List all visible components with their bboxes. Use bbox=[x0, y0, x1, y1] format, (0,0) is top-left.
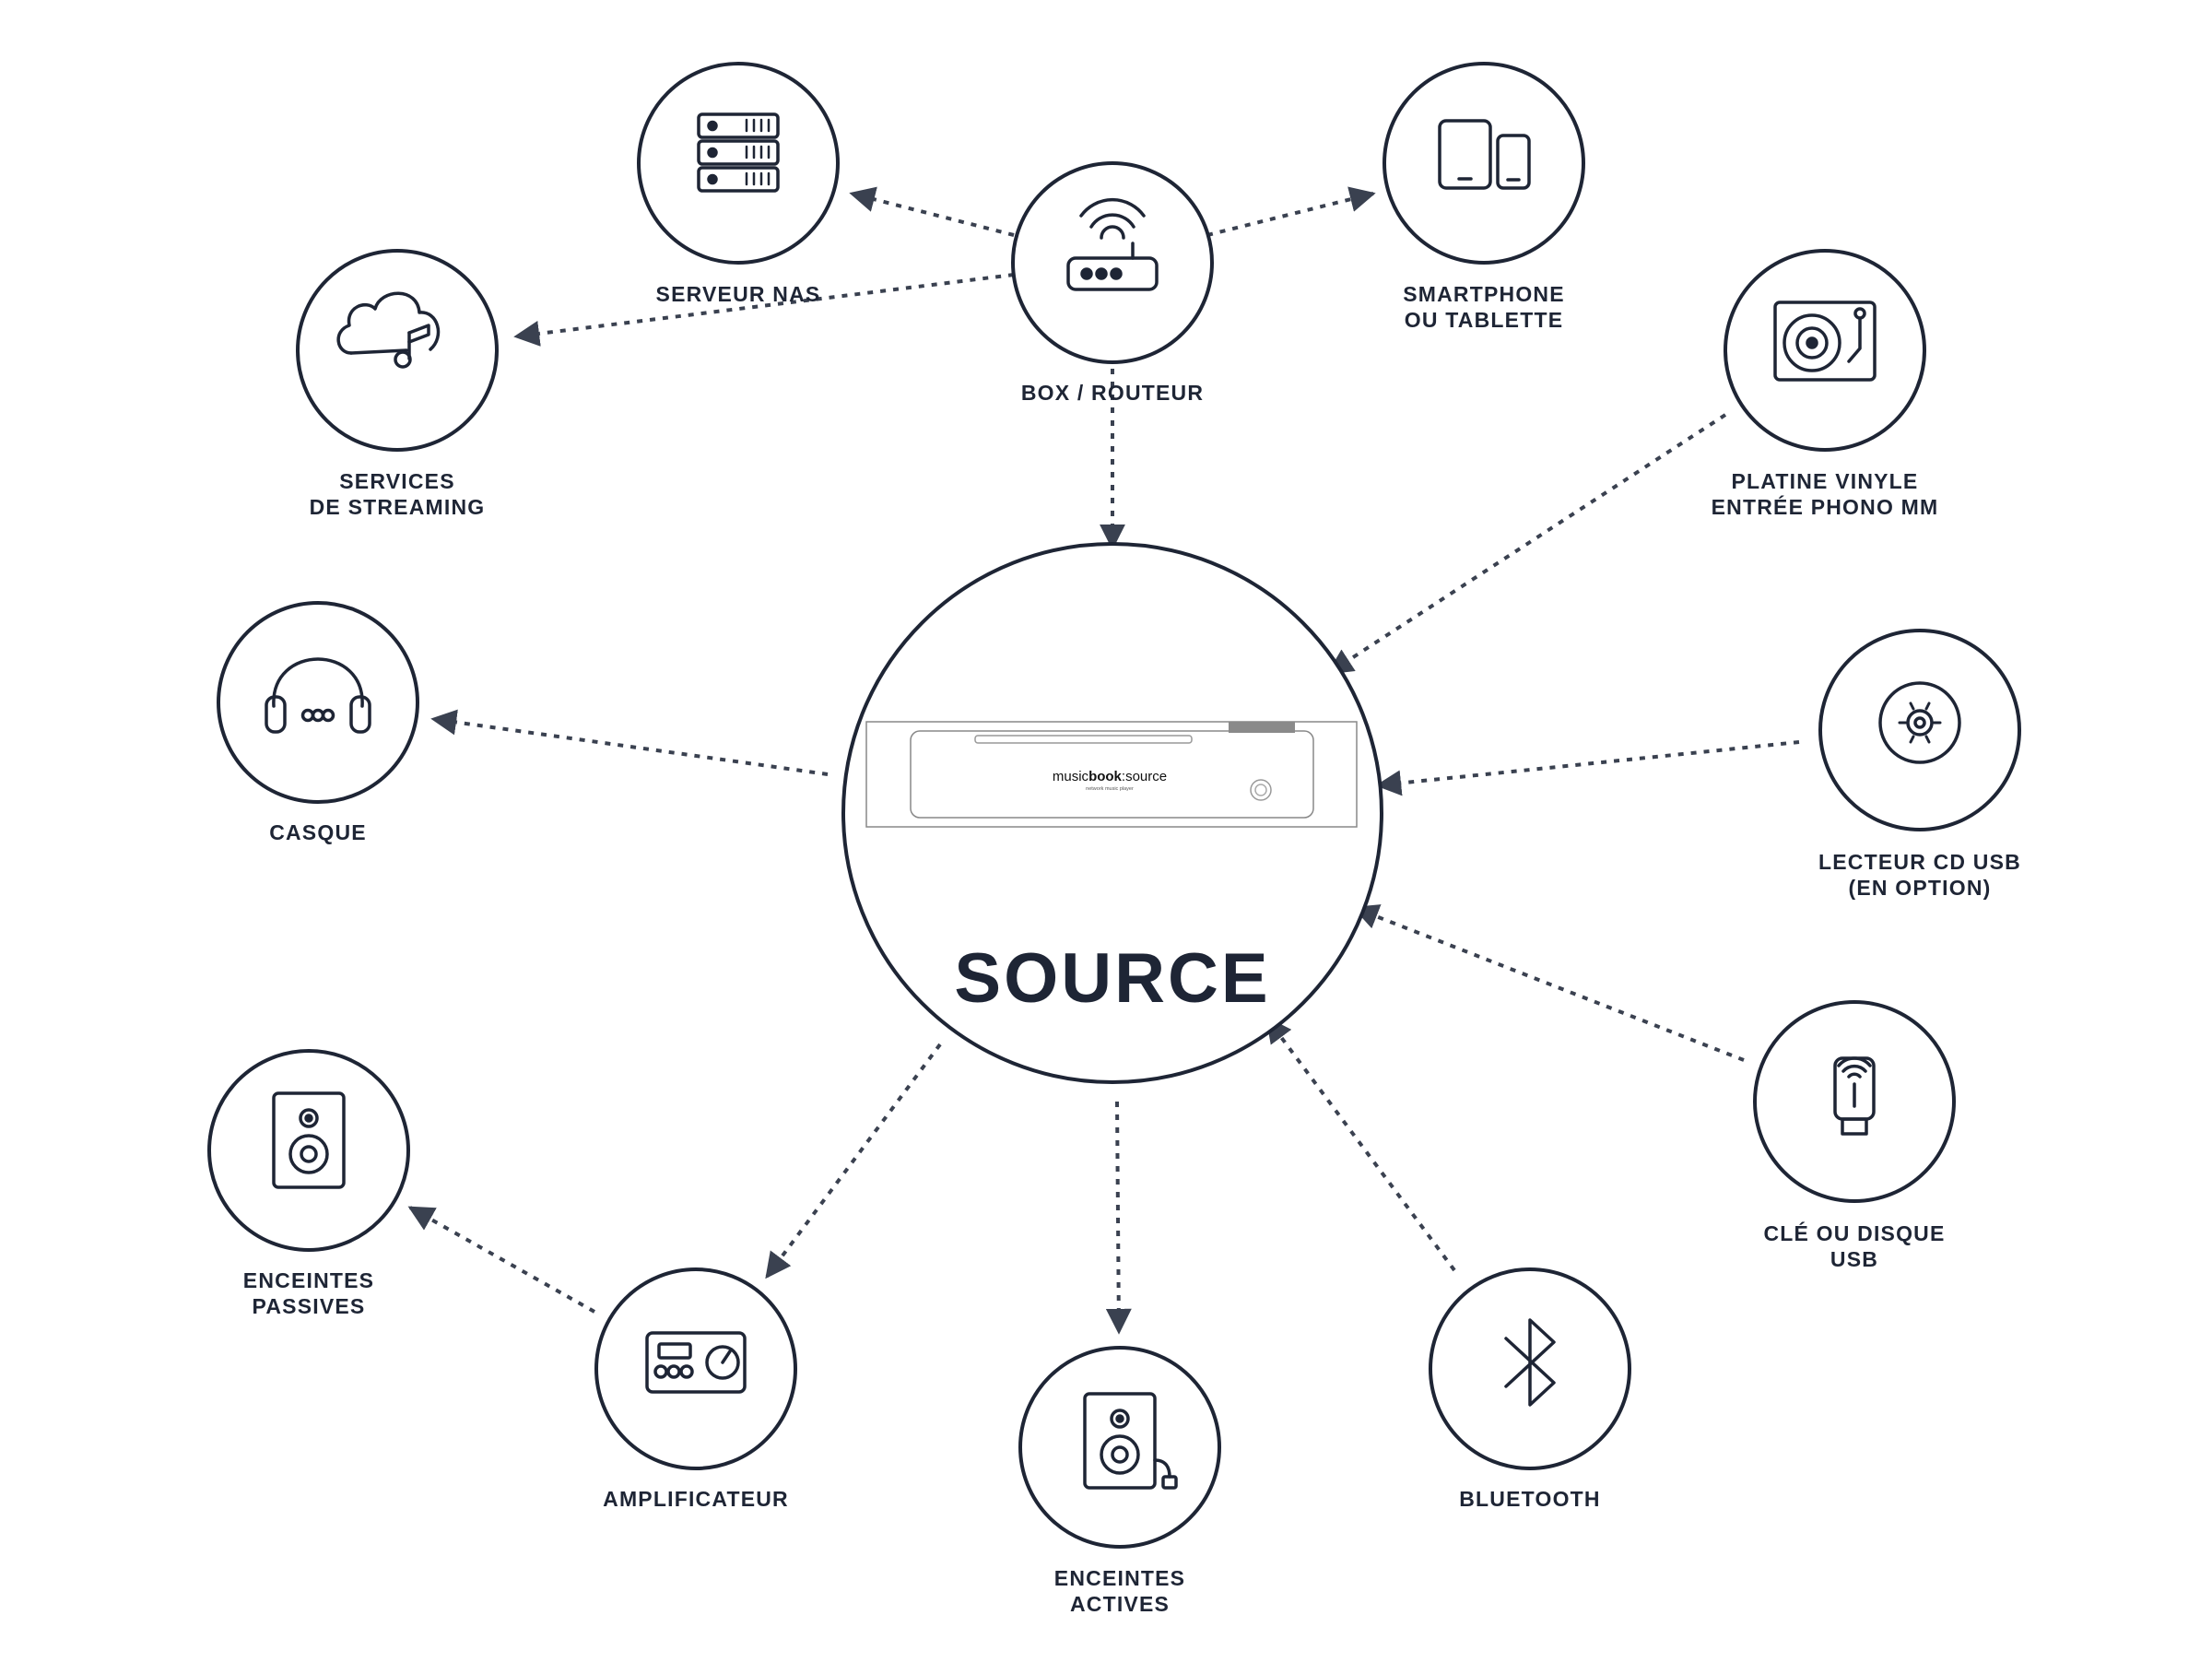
connector-router-to-nas bbox=[849, 186, 1015, 237]
label-active-line2: ACTIVES bbox=[1069, 1592, 1171, 1616]
passive-speaker-icon bbox=[272, 1091, 346, 1189]
label-nas-line1: SERVEUR NAS bbox=[655, 282, 821, 306]
musicbook-source-device-icon: musicbook:source network music player bbox=[865, 721, 1358, 828]
node-cd bbox=[1818, 629, 2021, 831]
connector-cd-to-source bbox=[1375, 740, 1800, 796]
connector-usb-to-source bbox=[1352, 904, 1745, 1062]
bluetooth-icon bbox=[1504, 1318, 1556, 1407]
router-icon bbox=[1066, 197, 1159, 291]
label-smartphone-line2: OU TABLETTE bbox=[1404, 308, 1564, 332]
connector-vinyl-to-source bbox=[1326, 413, 1727, 675]
connector-router-to-smartphone bbox=[1206, 186, 1376, 237]
amplifier-icon bbox=[645, 1331, 747, 1394]
node-smartphone bbox=[1382, 62, 1585, 265]
label-streaming-line2: DE STREAMING bbox=[309, 495, 486, 519]
label-cd-line1: LECTEUR CD USB bbox=[1818, 850, 2021, 874]
cd-drive-icon bbox=[1878, 681, 1961, 764]
connector-bluetooth-to-source bbox=[1265, 1016, 1456, 1272]
label-usb: CLÉ OU DISQUE USB bbox=[1661, 1220, 2048, 1272]
node-amp bbox=[594, 1267, 797, 1470]
connector-router-to-streaming bbox=[513, 273, 1015, 347]
usb-key-icon bbox=[1833, 1056, 1876, 1136]
label-nas: SERVEUR NAS bbox=[545, 281, 932, 307]
label-amp-line1: AMPLIFICATEUR bbox=[603, 1487, 789, 1511]
cloud-music-icon bbox=[336, 291, 441, 369]
label-passive-line2: PASSIVES bbox=[252, 1294, 366, 1318]
headphones-icon bbox=[265, 657, 371, 734]
connector-source-to-active-speakers bbox=[1105, 1101, 1132, 1335]
label-usb-line2: USB bbox=[1830, 1247, 1879, 1271]
node-headphones bbox=[217, 601, 419, 804]
label-passive-line1: ENCEINTES bbox=[242, 1268, 375, 1292]
label-router-line1: BOX / ROUTEUR bbox=[1020, 381, 1205, 405]
device-brand-label: musicbook:source bbox=[1053, 769, 1167, 784]
label-headphones-line1: CASQUE bbox=[269, 820, 367, 844]
label-bluetooth: BLUETOOTH bbox=[1336, 1486, 1724, 1512]
server-icon bbox=[697, 112, 780, 193]
label-passive: ENCEINTES PASSIVES bbox=[115, 1267, 502, 1319]
label-vinyl-line1: PLATINE VINYLE bbox=[1731, 469, 1919, 493]
label-active-line1: ENCEINTES bbox=[1053, 1566, 1186, 1590]
connectors bbox=[407, 186, 1800, 1335]
turntable-icon bbox=[1773, 301, 1877, 382]
device-subtitle-label: network music player bbox=[1086, 786, 1134, 792]
connector-source-to-headphones bbox=[430, 709, 829, 776]
connector-amplifier-to-passive-speakers bbox=[407, 1206, 595, 1314]
active-speaker-icon bbox=[1083, 1392, 1178, 1490]
label-streaming: SERVICES DE STREAMING bbox=[204, 468, 591, 520]
label-cd: LECTEUR CD USB (EN OPTION) bbox=[1726, 849, 2113, 901]
label-smartphone: SMARTPHONE OU TABLETTE bbox=[1290, 281, 1677, 333]
label-router: BOX / ROUTEUR bbox=[919, 380, 1306, 406]
label-smartphone-line1: SMARTPHONE bbox=[1403, 282, 1565, 306]
label-amp: AMPLIFICATEUR bbox=[502, 1486, 889, 1512]
label-vinyl: PLATINE VINYLE ENTRÉE PHONO MM bbox=[1631, 468, 2018, 520]
label-usb-line1: CLÉ OU DISQUE bbox=[1763, 1221, 1946, 1245]
label-bluetooth-line1: BLUETOOTH bbox=[1459, 1487, 1601, 1511]
label-streaming-line1: SERVICES bbox=[339, 469, 455, 493]
smartphone-tablet-icon bbox=[1438, 119, 1531, 190]
label-cd-line2: (EN OPTION) bbox=[1848, 876, 1992, 900]
label-active: ENCEINTES ACTIVES bbox=[926, 1565, 1313, 1617]
label-headphones: CASQUE bbox=[124, 819, 512, 845]
node-passive bbox=[207, 1049, 410, 1252]
source-node: musicbook:source network music player bbox=[841, 542, 1383, 1084]
source-title: SOURCE bbox=[954, 939, 1271, 1018]
node-router bbox=[1011, 161, 1214, 364]
label-vinyl-line2: ENTRÉE PHONO MM bbox=[1711, 495, 1939, 519]
connector-source-to-amplifier bbox=[765, 1043, 942, 1279]
